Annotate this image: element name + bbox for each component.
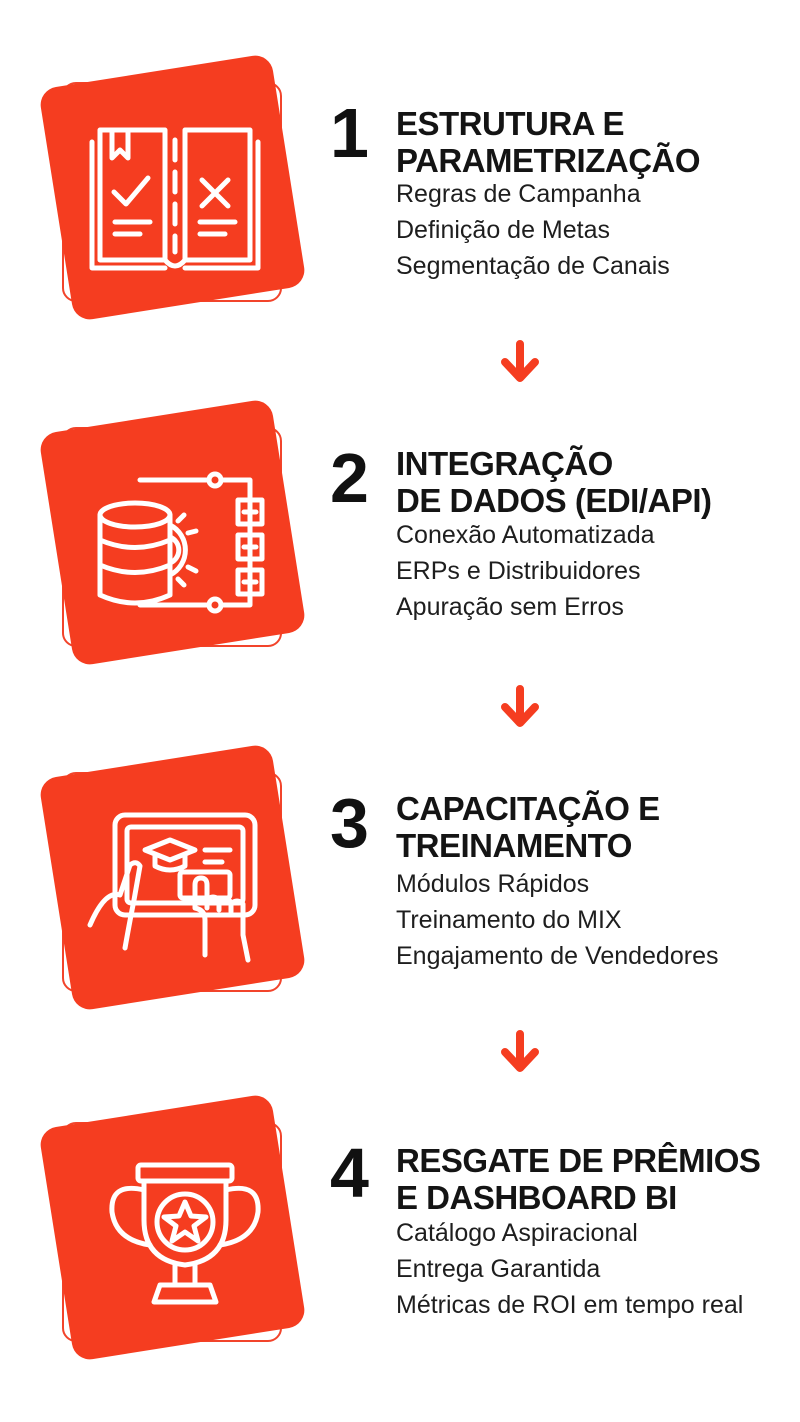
down-arrow-icon (501, 1030, 539, 1072)
step-4: 4 RESGATE DE PRÊMIOS E DASHBOARD BI Catá… (0, 1093, 800, 1400)
step-title-line-2: E DASHBOARD BI (396, 1179, 677, 1216)
step-title: CAPACITAÇÃO E TREINAMENTO (396, 790, 786, 864)
step-item: Treinamento do MIX (396, 906, 622, 934)
step-item: Módulos Rápidos (396, 870, 590, 898)
step-title-line-1: INTEGRAÇÃO (396, 445, 613, 482)
step-title-line-1: RESGATE DE PRÊMIOS (396, 1142, 761, 1179)
step-title-line-2: DE DADOS (EDI/API) (396, 482, 712, 519)
step-title-line-1: ESTRUTURA E (396, 105, 624, 142)
step-item: Regras de Campanha (396, 180, 641, 208)
step-item: Entrega Garantida (396, 1255, 601, 1283)
database-integration-icon (97, 471, 265, 614)
checklist-book-icon (89, 127, 261, 271)
step-number: 4 (330, 1134, 369, 1212)
step-item: Engajamento de Vendedores (396, 942, 719, 970)
step-2: 2 INTEGRAÇÃO DE DADOS (EDI/API) Conexão … (0, 398, 800, 705)
step-title-line-2: TREINAMENTO (396, 827, 632, 864)
down-arrow-icon (501, 340, 539, 382)
step-2-icon-tile (38, 398, 310, 675)
step-item: Apuração sem Erros (396, 593, 624, 621)
step-title: RESGATE DE PRÊMIOS E DASHBOARD BI (396, 1142, 786, 1216)
step-number: 1 (330, 94, 369, 172)
step-number: 3 (330, 784, 369, 862)
trophy-star-icon (109, 1162, 261, 1305)
tablet-education-icon (87, 812, 258, 963)
step-item: Métricas de ROI em tempo real (396, 1291, 744, 1319)
step-title: ESTRUTURA E PARAMETRIZAÇÃO (396, 105, 786, 179)
step-1: 1 ESTRUTURA E PARAMETRIZAÇÃO Regras de C… (0, 53, 800, 360)
step-title-line-1: CAPACITAÇÃO E (396, 790, 660, 827)
step-1-icon-tile (38, 53, 310, 330)
step-item: Conexão Automatizada (396, 521, 655, 549)
down-arrow-icon (501, 685, 539, 727)
step-item: Definição de Metas (396, 216, 611, 244)
step-title: INTEGRAÇÃO DE DADOS (EDI/API) (396, 445, 786, 519)
step-item: Segmentação de Canais (396, 252, 670, 280)
step-4-icon-tile (38, 1093, 310, 1370)
step-title-line-2: PARAMETRIZAÇÃO (396, 142, 701, 179)
step-number: 2 (330, 439, 369, 517)
step-3-icon-tile (38, 743, 310, 1020)
step-item: Catálogo Aspiracional (396, 1219, 638, 1247)
step-3: 3 CAPACITAÇÃO E TREINAMENTO Módulos Rápi… (0, 743, 800, 1050)
step-item: ERPs e Distribuidores (396, 557, 641, 585)
